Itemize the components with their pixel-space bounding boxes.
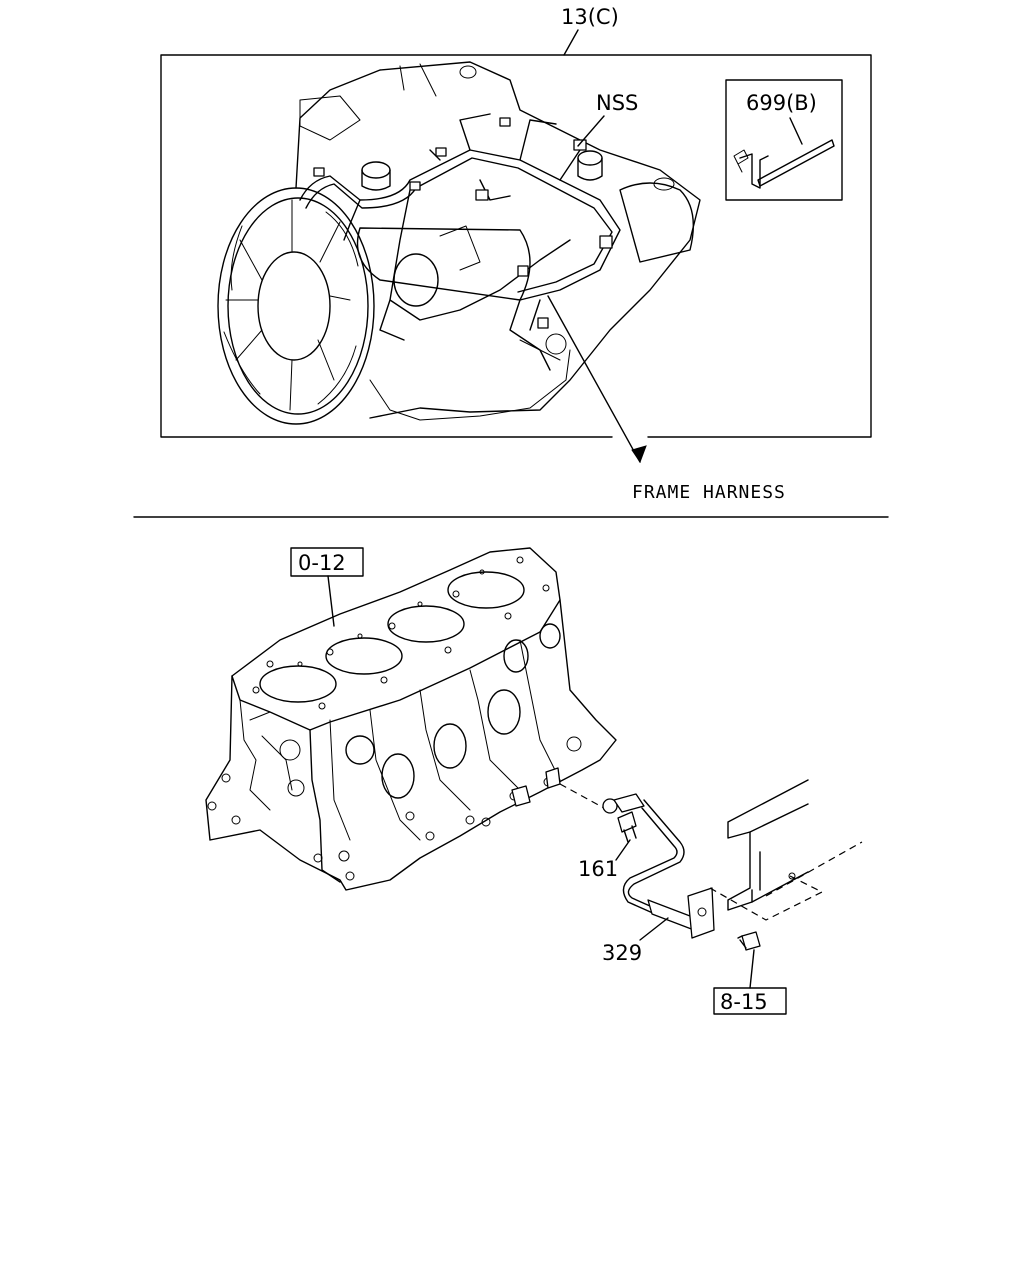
bore-2	[325, 637, 403, 675]
frame-bolt-label: 8-15	[720, 990, 768, 1014]
engine-harness-panel: 13(C)	[160, 5, 872, 503]
clip-label: 699(B)	[746, 91, 817, 115]
bore-1	[259, 665, 337, 703]
bore-3	[387, 605, 465, 643]
block-deck	[231, 547, 561, 731]
bore-4	[447, 571, 525, 609]
frame-harness-label: FRAME HARNESS	[632, 482, 786, 503]
block-edge	[309, 729, 341, 883]
clip-inset-box	[725, 79, 843, 201]
frame-rail	[709, 779, 863, 921]
clip-leader	[789, 117, 803, 145]
wiring-harness	[299, 113, 621, 371]
cylinder-block-section: 0-12	[205, 547, 863, 1015]
ground-cable-label: 329	[602, 941, 642, 965]
harness-frame-box	[160, 54, 872, 438]
starter-motor	[619, 182, 695, 263]
sensor-cap	[577, 150, 603, 181]
cylinder-block-label: 0-12	[298, 551, 346, 575]
intake-elbow	[299, 95, 361, 141]
block-side	[205, 599, 617, 891]
frame-rail-front	[727, 779, 809, 911]
frame-bolt	[737, 931, 761, 989]
nss-leader	[577, 115, 605, 147]
pump-pulley	[393, 253, 439, 307]
nss-label: NSS	[596, 91, 638, 115]
clip-body	[739, 153, 769, 189]
harness-assembly-label: 13(C)	[561, 5, 619, 29]
clip-rod	[757, 139, 835, 187]
frame-harness-arrow	[547, 295, 647, 464]
clip-inset: 699(B)	[725, 79, 843, 201]
head-bolt-holes	[252, 556, 550, 710]
cylinder-block	[205, 547, 617, 891]
frame-bolt-label-box	[713, 987, 787, 1015]
engine-outline	[295, 61, 701, 419]
injection-pump	[356, 227, 531, 301]
bolt-path-dashed	[559, 783, 605, 809]
oil-filler-cap	[361, 161, 391, 191]
ground-cable-329	[602, 793, 715, 941]
harness-label-leader	[563, 29, 579, 56]
cylinder-block-label-box	[290, 547, 364, 577]
engine-illustration	[217, 61, 701, 425]
bolt-161	[615, 811, 637, 861]
cooling-fan	[217, 187, 375, 425]
bolt-161-label: 161	[578, 857, 618, 881]
